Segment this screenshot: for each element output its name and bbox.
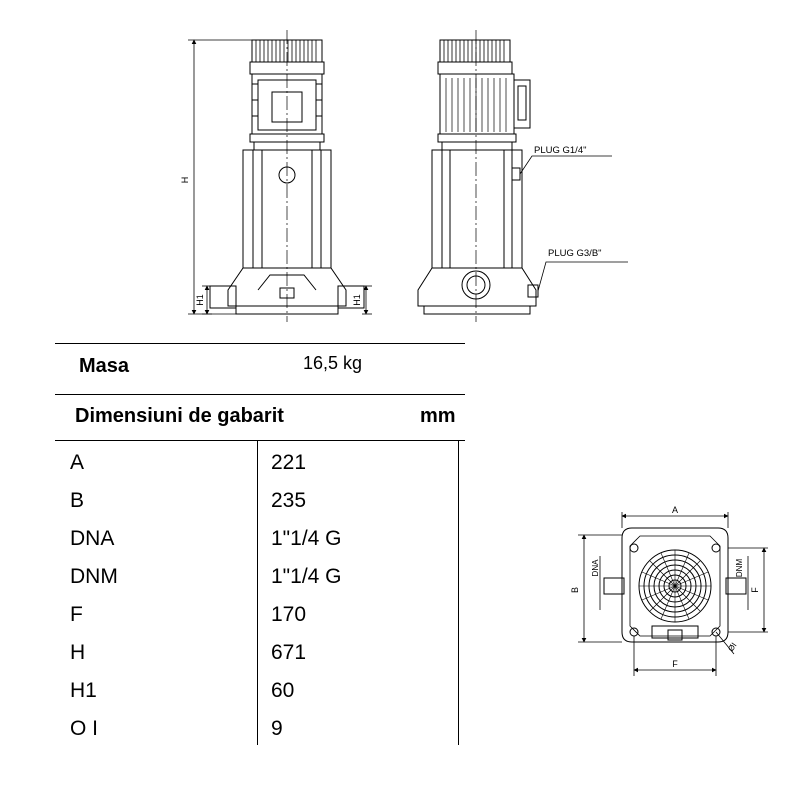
row-name: DNA xyxy=(70,527,115,550)
dimension-DNM-label: DNM xyxy=(735,559,744,578)
row-value: 671 xyxy=(271,641,307,664)
row-name: A xyxy=(70,451,85,474)
table-row: B 235 xyxy=(55,489,460,527)
dimension-F-vertical xyxy=(728,547,768,633)
dimension-H1-left xyxy=(202,285,212,315)
row-name: O I xyxy=(70,717,99,740)
dimension-F-vertical-label: F xyxy=(750,587,760,593)
dimension-H-label: H xyxy=(180,177,190,184)
dimension-phi-label: ØI xyxy=(726,641,738,653)
table-rule-1 xyxy=(55,394,465,395)
dimension-B xyxy=(578,534,622,643)
row-value: 9 xyxy=(271,717,283,740)
pump-front-view xyxy=(209,30,365,322)
mass-label: Masa xyxy=(79,355,130,377)
table-row: DNA 1"1/4 G xyxy=(55,527,460,565)
pump-side-view xyxy=(417,30,539,322)
table-row: F 170 xyxy=(55,603,460,641)
row-value: 235 xyxy=(271,489,307,512)
row-value: 221 xyxy=(271,451,307,474)
table-col-divider xyxy=(257,440,258,745)
table-row: DNM 1"1/4 G xyxy=(55,565,460,603)
plug-bottom-label: PLUG G3/B" xyxy=(548,248,602,259)
row-value: 1"1/4 G xyxy=(271,565,342,588)
dimension-B-label: B xyxy=(570,587,580,593)
row-name: F xyxy=(70,603,83,626)
dimensions-header: Dimensiuni de gabarit xyxy=(75,405,284,427)
dimension-phi xyxy=(715,631,735,655)
dimension-F-horizontal xyxy=(633,636,717,676)
row-name: H xyxy=(70,641,86,664)
table-row: H 671 xyxy=(55,641,460,679)
mass-value: 16,5 kg xyxy=(303,353,363,373)
dimension-A-label: A xyxy=(672,505,678,515)
pump-top-view xyxy=(603,527,747,643)
row-value: 170 xyxy=(271,603,307,626)
plug-top-label: PLUG G1/4" xyxy=(534,145,586,156)
table-row: A 221 xyxy=(55,451,460,489)
dimension-H xyxy=(188,39,252,315)
dimension-A xyxy=(621,512,729,528)
row-value: 1"1/4 G xyxy=(271,527,342,550)
dimension-H1-right-label: H1 xyxy=(352,294,362,306)
row-value: 60 xyxy=(271,679,295,702)
table-right-edge xyxy=(458,440,459,745)
table-row: O I 9 xyxy=(55,717,460,755)
dimension-H1-left-label: H1 xyxy=(195,294,205,306)
dimension-DNA-label: DNA xyxy=(591,559,600,577)
table-rule-2 xyxy=(55,440,465,441)
row-name: DNM xyxy=(70,565,118,588)
row-name: H1 xyxy=(70,679,97,702)
table-top-rule xyxy=(55,343,465,344)
plug-leaders xyxy=(519,155,628,292)
dimension-F-horizontal-label: F xyxy=(672,659,678,669)
dimension-H1-right xyxy=(362,285,372,315)
row-name: B xyxy=(70,489,85,512)
dimensions-unit: mm xyxy=(420,405,456,427)
table-row: H1 60 xyxy=(55,679,460,717)
